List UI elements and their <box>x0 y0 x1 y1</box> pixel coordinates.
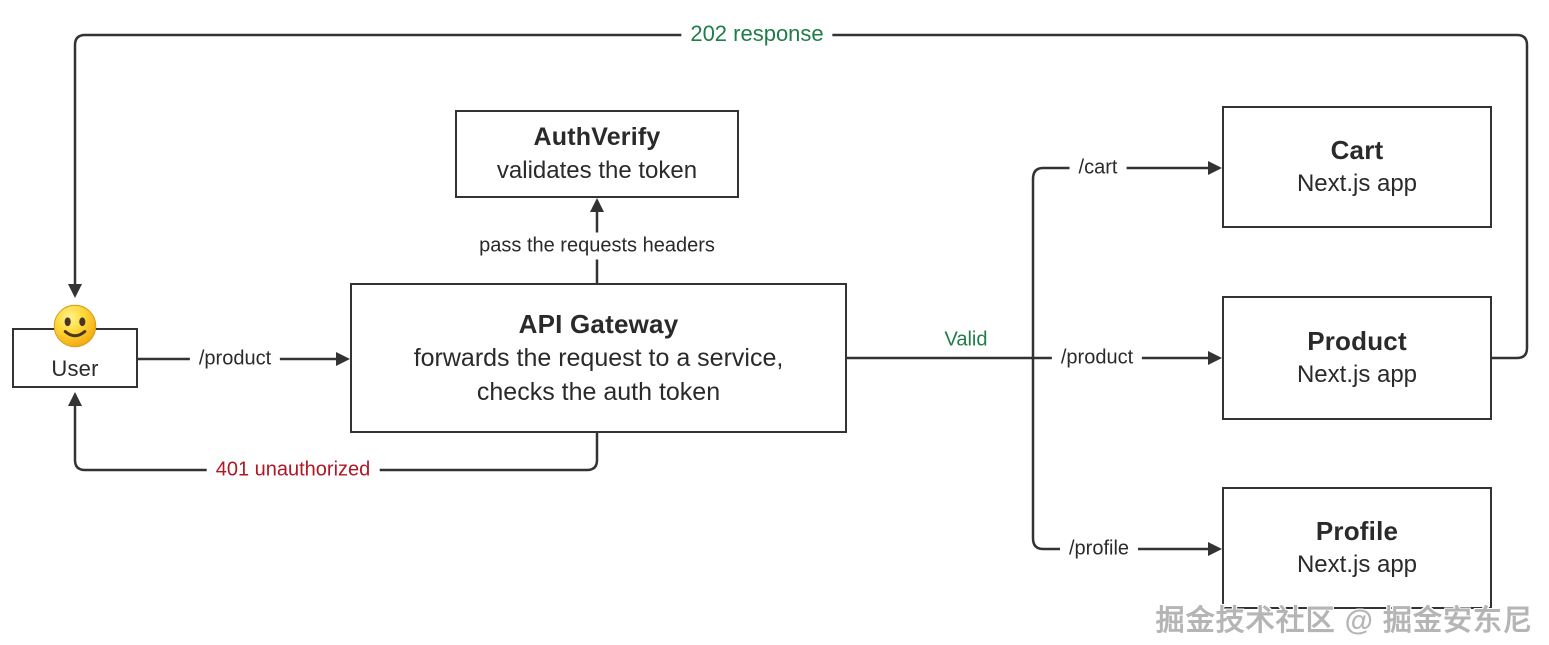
cart-subtitle: Next.js app <box>1296 170 1418 197</box>
arrowhead-into-product-icon <box>1208 351 1222 365</box>
arrowhead-into-profile-icon <box>1208 542 1222 556</box>
auth-verify-description: validates the token <box>496 157 698 184</box>
arrowhead-into-gateway-icon <box>336 352 350 366</box>
node-api-gateway: API Gateway forwards the request to a se… <box>350 283 847 433</box>
cart-title: Cart <box>1330 135 1384 165</box>
edge-202-response-line <box>73 33 1529 360</box>
edge-branch-to-cart-line <box>1031 166 1210 358</box>
node-user: User <box>12 328 138 388</box>
api-gateway-description-line2: checks the auth token <box>476 378 721 406</box>
node-auth-verify: AuthVerify validates the token <box>455 110 739 198</box>
edge-label-valid: Valid <box>944 328 988 351</box>
watermark-text: 掘金技术社区 @ 掘金安东尼 <box>1155 605 1533 637</box>
edge-branch-to-profile-line <box>1031 358 1210 551</box>
api-gateway-description-line1: forwards the request to a service, <box>413 344 784 372</box>
arrowhead-up-to-user-icon <box>68 392 82 406</box>
arrowhead-into-cart-icon <box>1208 161 1222 175</box>
node-product: Product Next.js app <box>1222 296 1492 420</box>
edge-label-401-unauthorized: 401 unauthorized <box>206 456 380 484</box>
product-title: Product <box>1307 326 1407 356</box>
node-cart: Cart Next.js app <box>1222 106 1492 228</box>
edge-label-route-cart: /cart <box>1069 154 1127 182</box>
auth-verify-title: AuthVerify <box>533 123 661 151</box>
profile-subtitle: Next.js app <box>1296 551 1418 578</box>
edge-label-route-product: /product <box>1051 344 1143 372</box>
arrowhead-down-to-user-icon <box>68 284 82 298</box>
edge-label-route-profile: /profile <box>1059 535 1139 563</box>
edge-label-202-response: 202 response <box>681 19 833 49</box>
product-subtitle: Next.js app <box>1296 361 1418 388</box>
node-profile: Profile Next.js app <box>1222 487 1492 609</box>
profile-title: Profile <box>1315 516 1399 546</box>
edge-label-pass-headers: pass the requests headers <box>470 232 724 260</box>
user-label: User <box>51 356 99 381</box>
edge-label-user-product-request: /product <box>189 345 281 373</box>
api-gateway-title: API Gateway <box>518 309 679 339</box>
smiley-face-icon <box>53 304 97 348</box>
arrowhead-into-authverify-icon <box>590 198 604 212</box>
